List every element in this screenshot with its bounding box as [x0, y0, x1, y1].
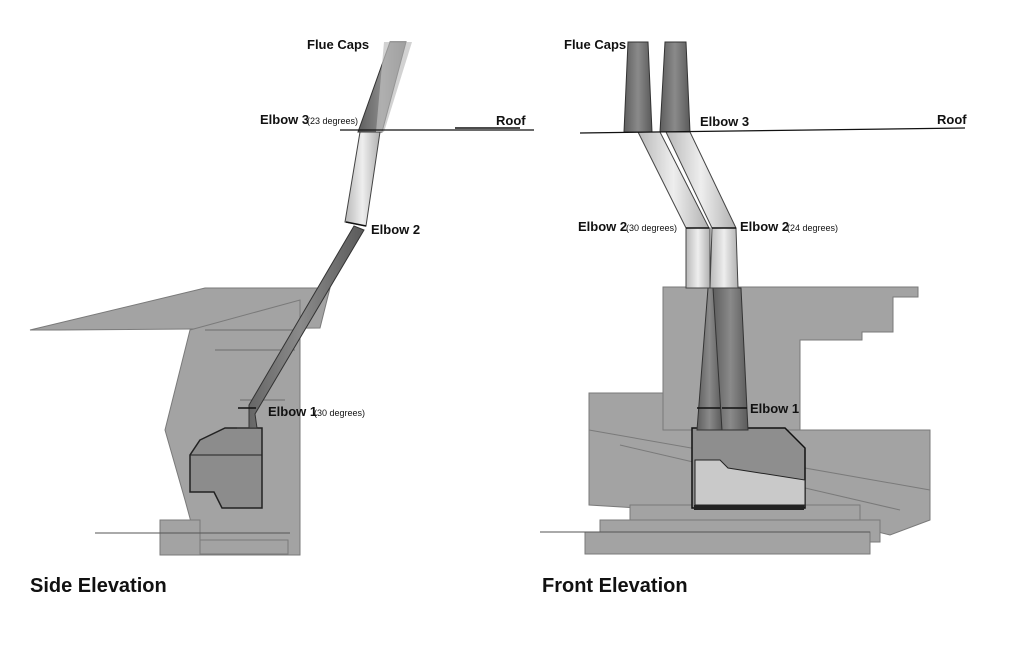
side-elevation: Flue Caps Roof Elbow 3 (23 degrees) Elbo…	[29, 37, 534, 597]
front-elbow2-left-label: Elbow 2	[578, 219, 627, 234]
front-stove	[691, 427, 806, 510]
side-elbow2-label: Elbow 2	[371, 222, 420, 237]
front-roof-line	[579, 127, 966, 134]
front-elbow2-left-note: (30 degrees)	[626, 223, 677, 233]
front-flue-cap-right	[659, 41, 691, 133]
side-flue-caps-label: Flue Caps	[307, 37, 369, 52]
front-elbow2-right-note: (24 degrees)	[787, 223, 838, 233]
side-flue-pipe	[237, 41, 412, 429]
side-structure	[29, 287, 331, 556]
side-roof-label: Roof	[496, 113, 526, 128]
side-elbow3-label: Elbow 3	[260, 112, 309, 127]
front-elbow3-label: Elbow 3	[700, 114, 749, 129]
front-elbow1-label: Elbow 1	[750, 401, 799, 416]
front-elevation: Flue Caps Roof Elbow 3 Elbow 2 (30 degre…	[540, 37, 967, 597]
side-elbow1-note: (30 degrees)	[314, 408, 365, 418]
front-base-slab	[584, 531, 871, 555]
front-elevation-title: Front Elevation	[542, 575, 688, 597]
side-elbow1-label: Elbow 1	[268, 404, 317, 419]
side-hearth-steps	[159, 519, 201, 556]
side-elbow3-note: (23 degrees)	[307, 116, 358, 126]
side-pipe-upper	[344, 131, 381, 227]
front-roof-label: Roof	[937, 112, 967, 127]
front-elbow2-right-label: Elbow 2	[740, 219, 789, 234]
front-flue-caps-label: Flue Caps	[564, 37, 626, 52]
front-flue-pipe-right	[659, 41, 749, 431]
side-elevation-title: Side Elevation	[30, 575, 167, 597]
front-flue-cap-left	[623, 41, 653, 133]
side-base-slab	[199, 539, 289, 555]
